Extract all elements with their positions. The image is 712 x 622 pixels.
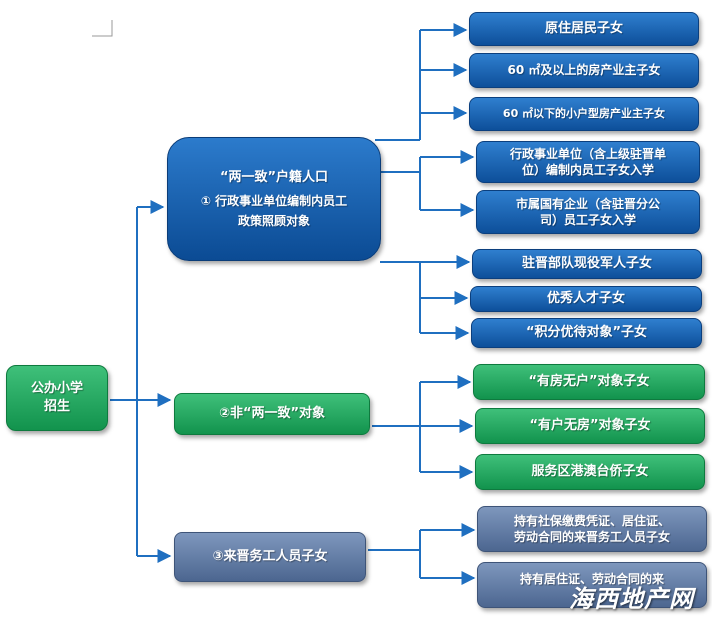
branch1-line2: ① 行政事业单位编制内员工 <box>200 193 348 208</box>
leaf1-label: 原住居民子女 <box>544 21 623 37</box>
leaf5-line2: 司）员工子女入学 <box>539 213 636 227</box>
leaf-hukou-no-house: “有户无房”对象子女 <box>475 408 705 444</box>
leaf12-line1: 持有社保缴费凭证、居住证、 <box>513 513 670 528</box>
watermark-text: 海西地产网 <box>569 585 694 613</box>
leaf4-line1: 行政事业单位（含上级驻晋单 <box>509 146 666 161</box>
leaf-military-personnel: 驻晋部队现役军人子女 <box>472 249 702 279</box>
branch1-line3: 政策照顾对象 <box>237 213 310 228</box>
watermark-logo: 海西地产网 <box>569 579 694 614</box>
leaf11-label: 服务区港澳台侨子女 <box>531 464 649 480</box>
leaf-residence-permit-holders: 持有居住证、劳动合同的来 <box>477 562 707 608</box>
leaf-house-no-hukou: “有房无户”对象子女 <box>473 364 705 400</box>
branch1-title: “两一致”户籍人口 <box>219 170 329 186</box>
branch2-label: ②非“两一致”对象 <box>218 406 326 422</box>
leaf-social-security-holders: 持有社保缴费凭证、居住证、 劳动合同的来晋务工人员子女 <box>477 506 707 552</box>
root-line2: 招生 <box>43 399 70 414</box>
leaf2-label: 60 ㎡及以上的房产业主子女 <box>507 63 661 78</box>
leaf-public-institution-staff: 行政事业单位（含上级驻晋单 位）编制内员工子女入学 <box>476 141 700 183</box>
leaf-state-enterprise-staff: 市属国有企业（含驻晋分公 司）员工子女入学 <box>476 190 700 234</box>
leaf-talents: 优秀人才子女 <box>470 286 702 312</box>
leaf6-label: 驻晋部队现役军人子女 <box>521 256 652 272</box>
leaf-owner-60-plus: 60 ㎡及以上的房产业主子女 <box>469 53 699 88</box>
leaf-owner-under-60: 60 ㎡以下的小户型房产业主子女 <box>469 97 699 131</box>
root-line1: 公办小学 <box>30 381 83 397</box>
leaf5-line1: 市属国有企业（含驻晋分公 <box>515 196 660 211</box>
leaf7-label: 优秀人才子女 <box>546 291 625 307</box>
leaf8-label: “积分优待对象”子女 <box>525 325 648 341</box>
leaf13-label: 持有居住证、劳动合同的来 <box>519 572 664 586</box>
leaf10-label: “有户无房”对象子女 <box>529 418 651 434</box>
branch3-label: ③来晋务工人员子女 <box>212 549 328 565</box>
branch-migrant-workers-node: ③来晋务工人员子女 <box>174 532 366 582</box>
root-node: 公办小学 招生 <box>6 365 108 431</box>
leaf-hk-macao-taiwan: 服务区港澳台侨子女 <box>475 454 705 490</box>
leaf4-line2: 位）编制内员工子女入学 <box>521 163 654 177</box>
leaf-native-residents: 原住居民子女 <box>469 12 699 46</box>
branch-two-consistent-node: “两一致”户籍人口 ① 行政事业单位编制内员工 政策照顾对象 <box>167 137 381 261</box>
leaf3-label: 60 ㎡以下的小户型房产业主子女 <box>502 106 666 120</box>
leaf12-line2: 劳动合同的来晋务工人员子女 <box>513 530 670 544</box>
leaf-points-priority: “积分优待对象”子女 <box>471 318 702 348</box>
branch-non-two-consistent-node: ②非“两一致”对象 <box>174 393 370 435</box>
leaf9-label: “有房无户”对象子女 <box>528 374 650 390</box>
